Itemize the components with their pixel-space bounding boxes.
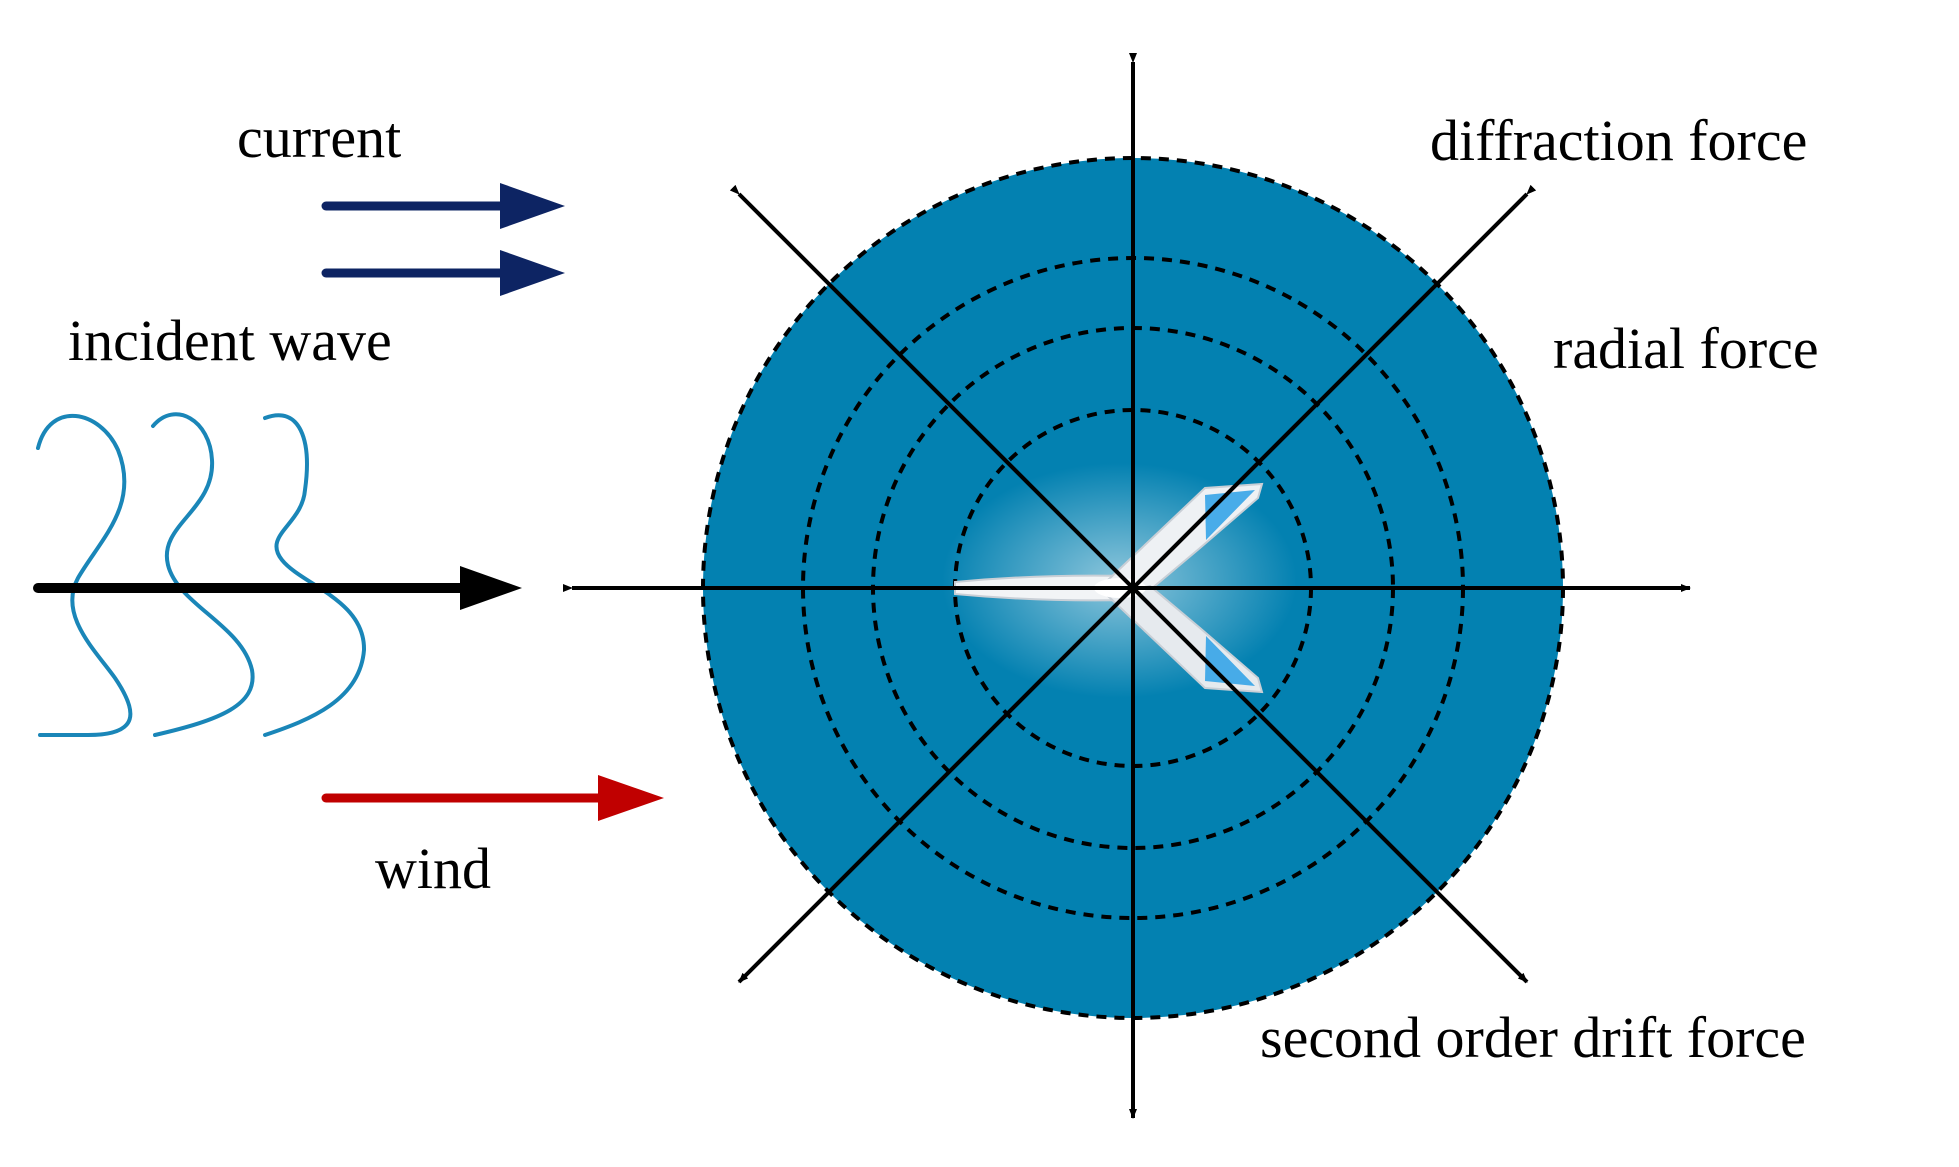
current-arrow-2 [321, 250, 565, 296]
diffraction-force-label: diffraction force [1430, 108, 1807, 173]
second-order-drift-force-label: second order drift force [1260, 1005, 1806, 1070]
wave-curve-2 [151, 412, 255, 737]
wave-curve-3 [263, 413, 367, 737]
incident-wave-label: incident wave [68, 308, 392, 373]
diagonal-axis-nw-se [729, 184, 1529, 984]
force-axes [563, 53, 1691, 1119]
current-label: current [237, 105, 401, 170]
incident-wave-curves [36, 412, 367, 737]
wind-label: wind [375, 836, 491, 901]
current-arrows [321, 183, 565, 296]
radial-force-label: radial force [1553, 316, 1819, 381]
wind-arrow [321, 775, 664, 821]
incident-wave-arrow [33, 566, 522, 610]
wave-curve-1 [36, 413, 133, 737]
current-arrow-1 [321, 183, 565, 229]
